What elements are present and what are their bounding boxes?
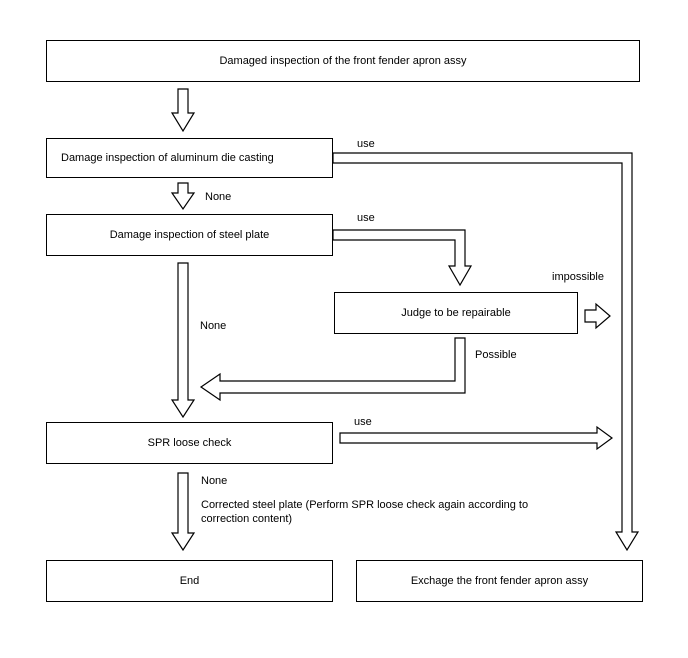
- arrow-start-to-aluminum: [170, 88, 196, 133]
- box-aluminum-inspection-label: Damage inspection of aluminum die castin…: [61, 152, 274, 164]
- box-start: Damaged inspection of the front fender a…: [46, 40, 640, 82]
- box-exchange: Exchage the front fender apron assy: [356, 560, 643, 602]
- label-none-steel: None: [200, 320, 227, 332]
- label-corrected-line1: Corrected steel plate (Perform SPR loose…: [201, 499, 529, 511]
- box-steel-inspection-label: Damage inspection of steel plate: [109, 229, 270, 241]
- arrow-spr-to-end: [170, 472, 196, 552]
- arrow-judge-impossible: [584, 302, 611, 330]
- arrow-aluminum-use-to-exchange: [332, 152, 640, 552]
- box-steel-inspection: Damage inspection of steel plate: [46, 214, 333, 256]
- box-judge-repairable-label: Judge to be repairable: [401, 307, 511, 319]
- label-corrected-line2: correction content): [201, 513, 293, 525]
- label-possible: Possible: [475, 349, 517, 361]
- box-aluminum-inspection: Damage inspection of aluminum die castin…: [46, 138, 333, 178]
- label-impossible: impossible: [552, 271, 604, 283]
- box-end-label: End: [179, 575, 200, 587]
- label-none-aluminum: None: [205, 191, 232, 203]
- box-start-label: Damaged inspection of the front fender a…: [219, 55, 467, 67]
- label-use-spr: use: [354, 416, 372, 428]
- box-end: End: [46, 560, 333, 602]
- box-exchange-label: Exchage the front fender apron assy: [410, 575, 589, 587]
- arrow-aluminum-to-steel: [170, 182, 196, 211]
- arrow-steel-to-spr: [170, 262, 196, 419]
- label-use-aluminum: use: [357, 138, 375, 150]
- arrow-judge-possible: [199, 337, 466, 402]
- box-spr-loose-check-label: SPR loose check: [147, 437, 232, 449]
- label-use-steel: use: [357, 212, 375, 224]
- label-none-spr: None: [201, 475, 228, 487]
- box-judge-repairable: Judge to be repairable: [334, 292, 578, 334]
- arrow-spr-use: [339, 425, 614, 451]
- arrow-steel-use-to-judge: [332, 229, 473, 287]
- box-spr-loose-check: SPR loose check: [46, 422, 333, 464]
